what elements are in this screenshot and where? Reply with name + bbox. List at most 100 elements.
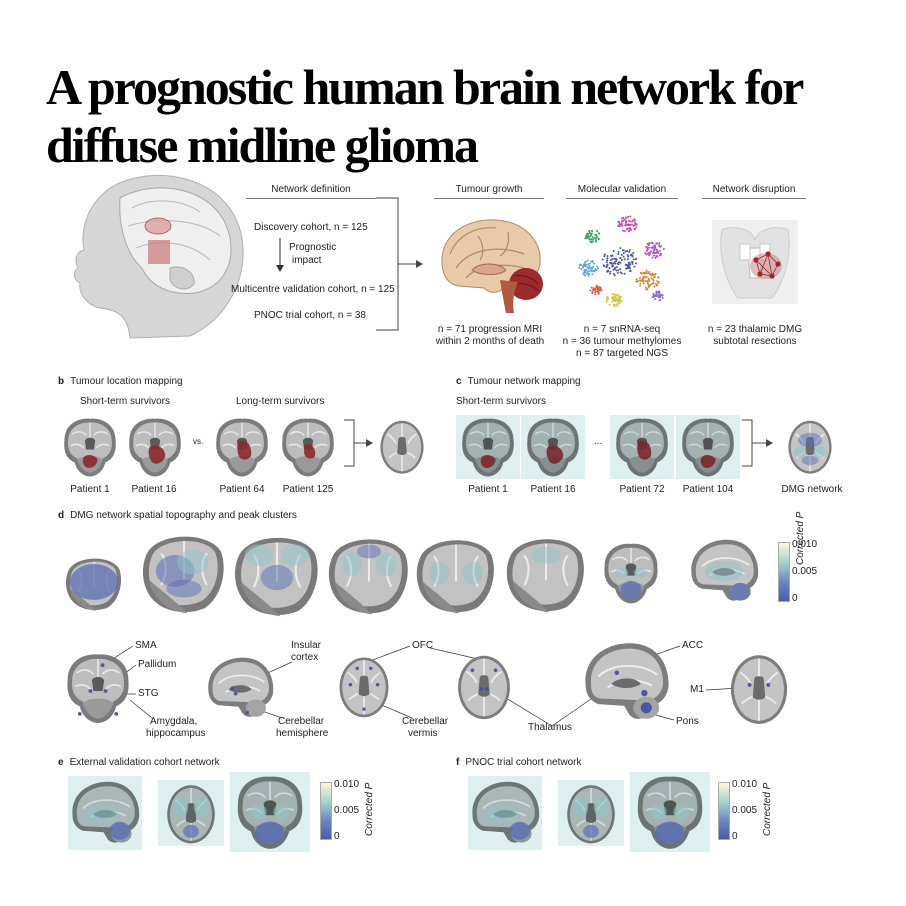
mol-ngs-count: n = 87 targeted NGS (575, 348, 668, 359)
region-stg: STG (138, 688, 159, 699)
pnoc-network-axial (558, 780, 624, 846)
region-acc: ACC (682, 640, 704, 651)
panel-f-colorbar (718, 782, 730, 840)
figure-title: A prognostic human brain network for dif… (46, 59, 803, 173)
region-amygdala: Amygdala, (150, 716, 198, 727)
header-network-disruption: Network disruption (702, 184, 806, 199)
region-sma: SMA (135, 640, 157, 651)
growth-mri-window: within 2 months of death (435, 336, 545, 347)
disruption-count: n = 23 thalamic DMG (707, 324, 803, 335)
region-insular: Insular (291, 640, 322, 651)
region-vermis: vermis (408, 728, 438, 739)
panel-c-patient-label: Patient 16 (530, 484, 576, 495)
panel-f-colorbar-label: Corrected P (762, 782, 773, 836)
dmg-network-label: DMG network (781, 484, 843, 495)
infant-head-illustration (73, 175, 244, 339)
patient-network-scan (676, 415, 740, 479)
mol-methylome-count: n = 36 tumour methylomes (562, 336, 682, 347)
region-hemisphere: hemisphere (276, 728, 329, 739)
panel-d-colorbar-mid: 0.005 (792, 566, 818, 577)
panel-b-patient-label: Patient 1 (70, 484, 110, 495)
patient-scan (64, 418, 116, 477)
patient-scan (129, 418, 181, 477)
multicentre-cohort-label: Multicentre validation cohort, n = 125 (231, 284, 395, 295)
network-disruption-diagram (712, 220, 798, 304)
down-arrow-icon (276, 238, 284, 272)
discovery-cohort-label: Discovery cohort, n = 125 (254, 222, 368, 233)
panel-f-colorbar-max: 0.010 (732, 779, 758, 790)
panel-c-bracket-arrow (742, 419, 773, 467)
pnoc-network-sagittal (468, 776, 542, 850)
panel-e-colorbar-label: Corrected P (364, 782, 375, 836)
panel-c-patient-label: Patient 104 (682, 484, 734, 495)
header-molecular-validation: Molecular validation (566, 184, 678, 199)
network-render-3d (65, 558, 122, 611)
validation-network-coronal (230, 772, 310, 852)
patient-network-scan (521, 415, 585, 479)
mol-snrna-count: n = 7 snRNA-seq (583, 324, 661, 335)
patient-scan (282, 418, 334, 477)
network-render-3d (416, 540, 494, 614)
panel-e-colorbar-mid: 0.005 (334, 805, 360, 816)
patient-network-scan (610, 415, 674, 479)
panel-c-patient-label: Patient 1 (468, 484, 508, 495)
pnoc-cohort-label: PNOC trial cohort, n = 38 (254, 310, 366, 321)
region-hippocampus: hippocampus (146, 728, 206, 739)
region-pons: Pons (676, 716, 699, 727)
growth-mri-count: n = 71 progression MRI (437, 324, 543, 335)
patient-scan (216, 418, 268, 477)
validation-network-axial (158, 780, 224, 846)
panel-e-colorbar (320, 782, 332, 840)
peak-cluster-axial (339, 657, 389, 718)
peak-cluster-axial (458, 655, 510, 720)
peak-cluster-sagittal (585, 643, 669, 719)
region-m1: M1 (690, 684, 704, 695)
panel-c-patient-label: Patient 72 (619, 484, 665, 495)
region-pallidum: Pallidum (138, 659, 177, 670)
disruption-resections: subtotal resections (713, 336, 797, 347)
panel-e-colorbar-max: 0.010 (334, 779, 360, 790)
panel-c-ellipsis: ... (594, 436, 603, 447)
network-render-3d (328, 539, 408, 615)
prognostic-label: Prognostic (289, 242, 337, 253)
panel-b-patient-label: Patient 16 (131, 484, 177, 495)
network-render-sagittal (691, 539, 759, 601)
panel-b-long-term-label: Long-term survivors (236, 396, 325, 407)
sagittal-brain-illustration (441, 219, 543, 313)
panel-f-colorbar-min: 0 (732, 831, 738, 842)
panel-b-bracket-arrow (344, 419, 373, 467)
panel-e-colorbar-min: 0 (334, 831, 340, 842)
umap-cluster-plot (578, 215, 665, 308)
panel-d-colorbar-max: 0.010 (792, 539, 818, 550)
patient-network-scan (456, 415, 520, 479)
pnoc-network-coronal (630, 772, 710, 852)
location-result-scan (380, 420, 424, 474)
region-cerebellar-hemisphere: Cerebellar (278, 716, 325, 727)
panel-b-patient-label: Patient 125 (282, 484, 334, 495)
panel-f-colorbar-mid: 0.005 (732, 805, 758, 816)
panel-b-patient-label: Patient 64 (219, 484, 265, 495)
region-cortex: cortex (291, 652, 319, 663)
header-network-definition: Network definition (246, 184, 376, 199)
network-render-coronal (604, 543, 658, 604)
dmg-network-scan (788, 420, 832, 474)
impact-label: impact (292, 255, 322, 266)
region-thalamus: Thalamus (528, 722, 572, 733)
region-cerebellar-vermis: Cerebellar (402, 716, 449, 727)
panel-b-vs-label: vs. (193, 437, 204, 446)
header-tumour-growth: Tumour growth (434, 184, 544, 199)
validation-network-sagittal (68, 776, 142, 850)
panel-c-short-term-label: Short-term survivors (456, 396, 547, 407)
cohort-bracket (376, 197, 423, 331)
network-render-3d (234, 537, 318, 617)
network-render-3d (506, 539, 584, 613)
peak-cluster-axial (730, 655, 788, 724)
panel-b-short-term-label: Short-term survivors (80, 396, 171, 407)
region-ofc: OFC (412, 640, 434, 651)
panel-d-colorbar (778, 542, 790, 602)
